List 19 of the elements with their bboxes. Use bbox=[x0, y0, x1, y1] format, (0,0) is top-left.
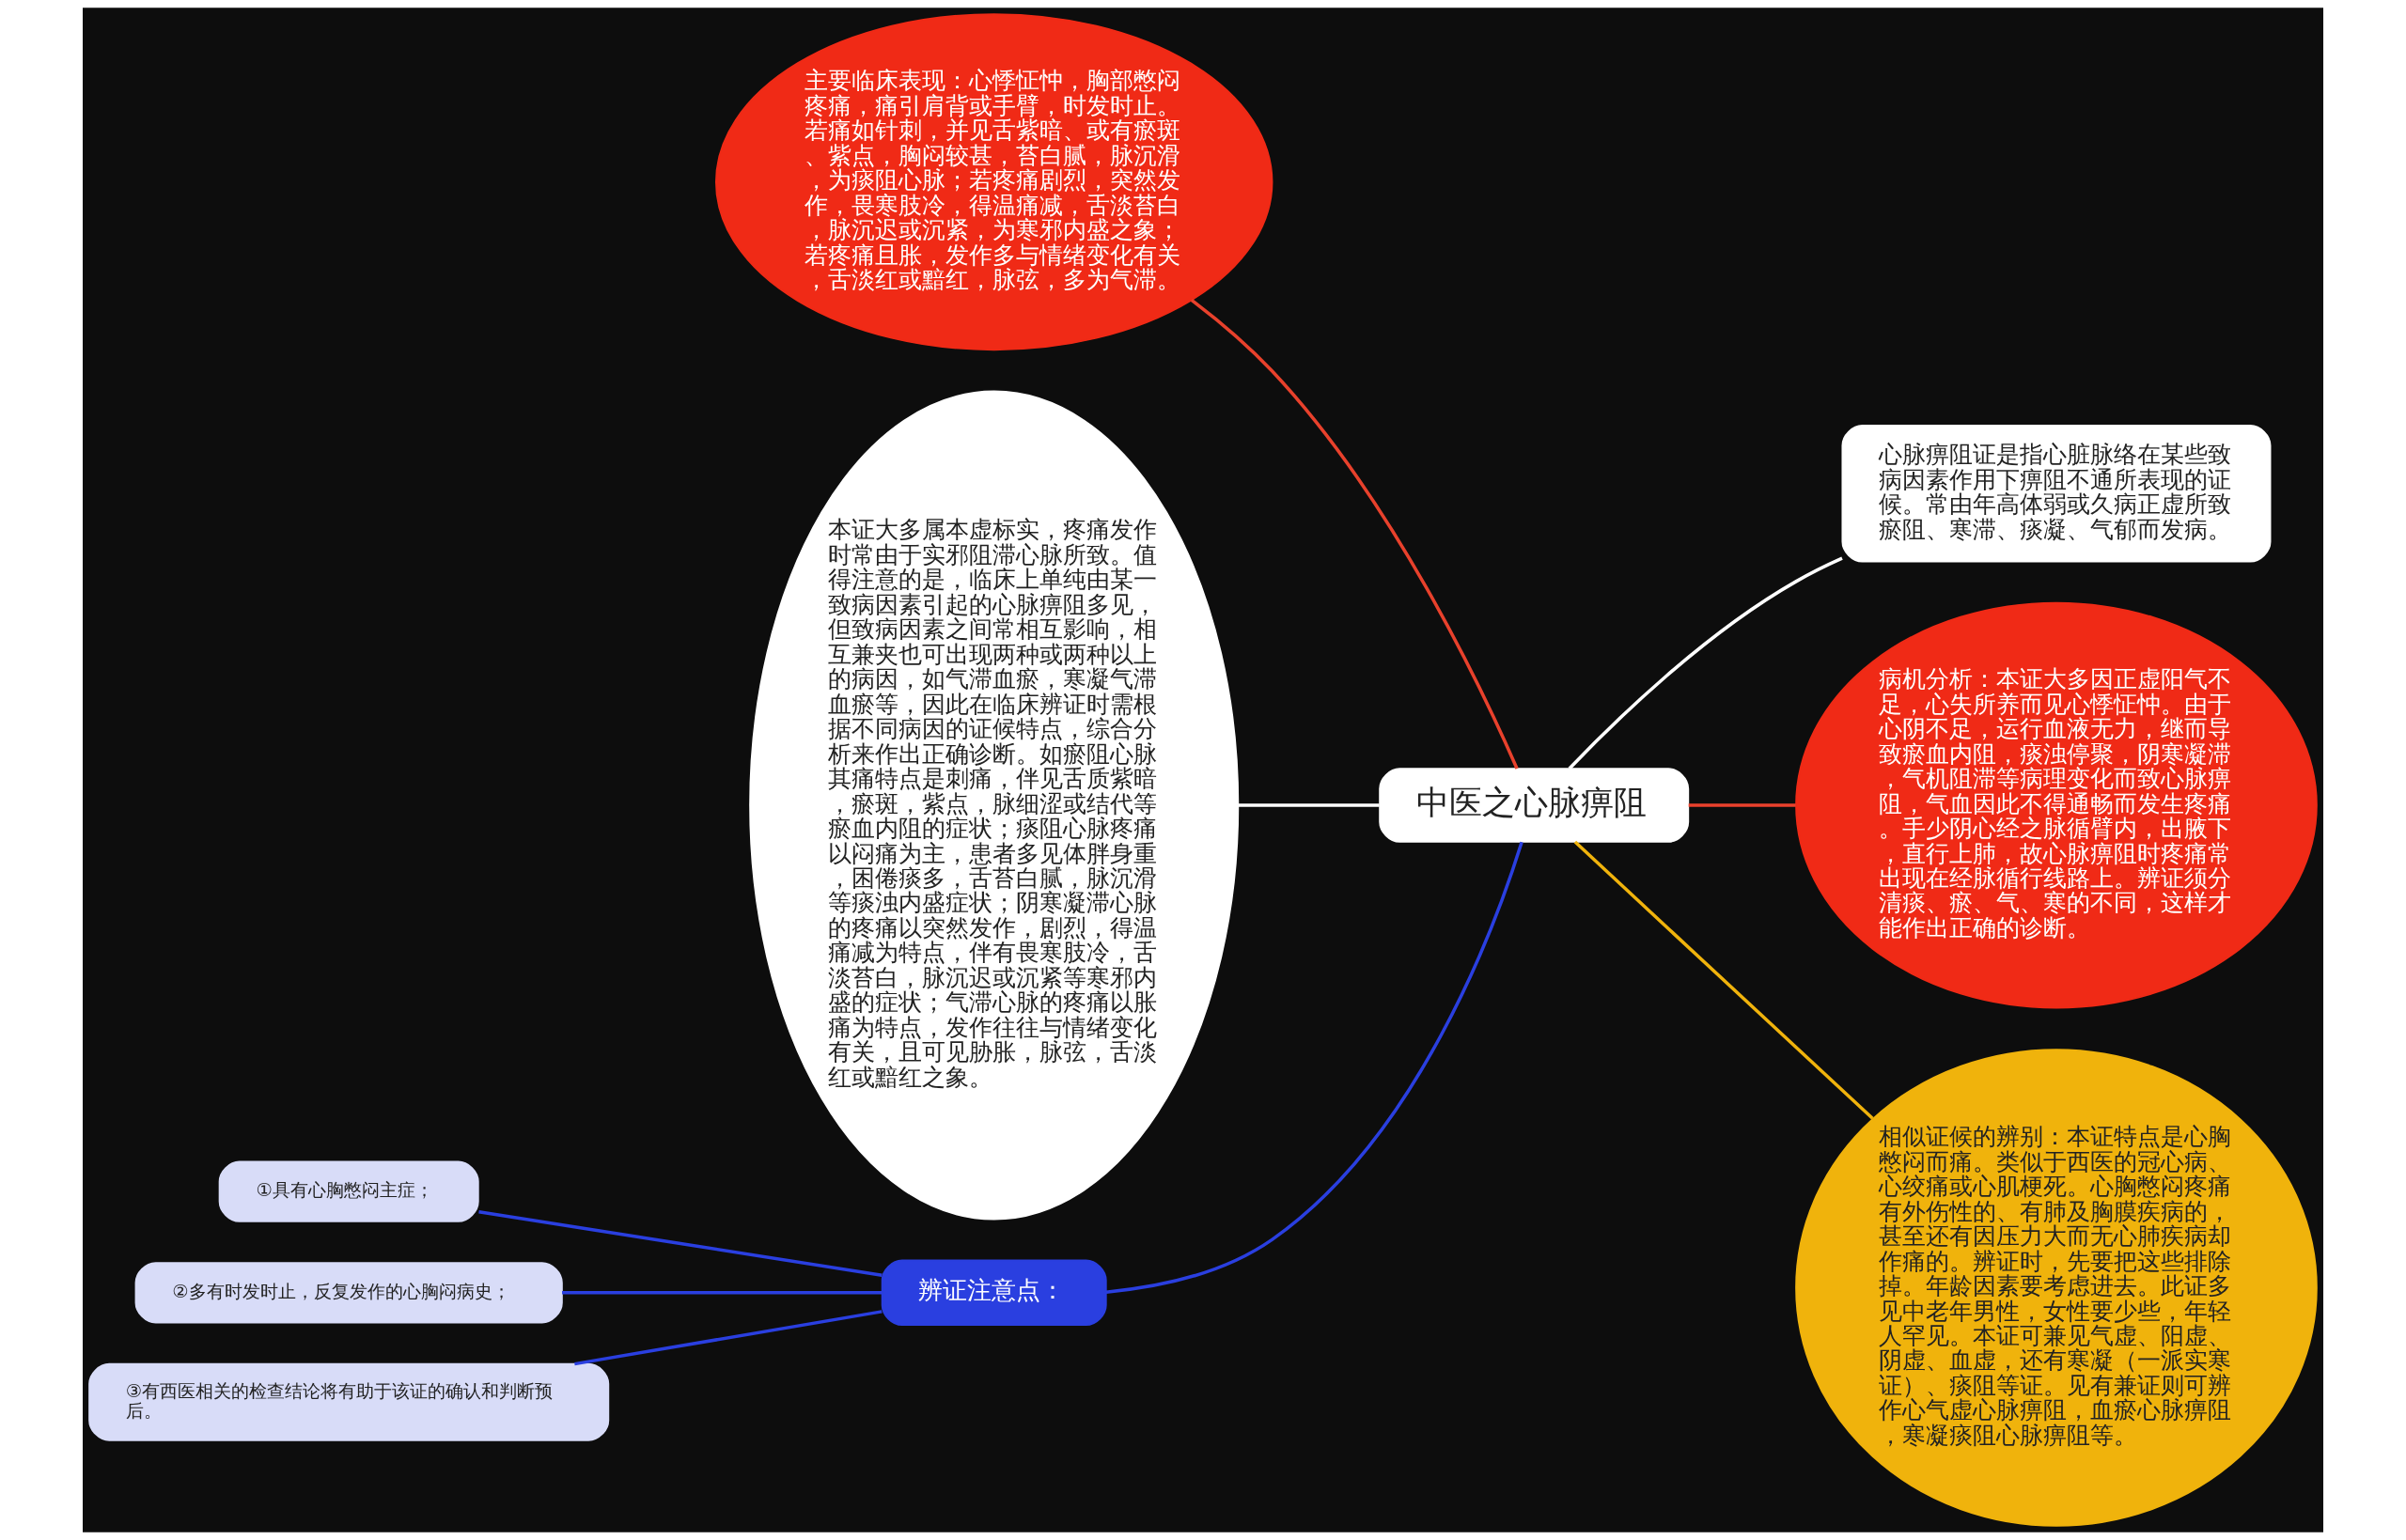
connector bbox=[478, 1209, 883, 1278]
node-circle: 相似证候的辨别：本证特点是心胸憋闷而痛。类似于西医的冠心病、心绞痛或心肌梗死。心胸憋闷疼痛有外伤性的、有肺及胸膜疾病的，甚至还有因压力大而无心肺疾病却作痛的。辨证时，先要把这些排除掉。年龄因素要考虑进去。此证多见中老年男性，女性要少些，年轻人罕见。本证可兼见气虚、阳虚、阴虚、血虚，还有寒凝（一派实寒证）、痰阻等证。见有兼证则可辨作心气虚心脉痹阻，血瘀心脉痹阻，寒凝痰阻心脉痹阻等。 bbox=[1795, 1049, 2318, 1527]
connector bbox=[574, 1310, 883, 1366]
connector bbox=[1688, 803, 1796, 807]
node-box: ②多有时发时止，反复发作的心胸闷病史； bbox=[134, 1262, 563, 1324]
connector bbox=[1190, 298, 1519, 770]
connector bbox=[1568, 556, 1843, 770]
node-ellipse: 本证大多属本虚标实，疼痛发作时常由于实邪阻滞心脉所致。值得注意的是，临床上单纯由某一致病因素引起的心脉痹阻多见，但致病因素之间常相互影响，相互兼夹也可出现两种或两种以上的病因，如气滞血瘀，寒凝气滞血瘀等，因此在临床辨证时需根据不同病因的证候特点，综合分析来作出正确诊断。如瘀阻心脉其痛特点是刺痛，伴见舌质紫暗，瘀斑，紫点，脉细涩或结代等瘀血内阻的症状；痰阻心脉疼痛以闷痛为主，患者多见体胖身重，困倦痰多，舌苔白腻，脉沉滑等痰浊内盛症状；阴寒凝滞心脉的疼痛以突然发作，剧烈，得温痛减为特点，伴有畏寒肢冷，舌淡苔白，脉沉迟或沉紧等寒邪内盛的症状；气滞心脉的疼痛以胀痛为特点，发作往往与情绪变化有关，且可见胁胀，脉弦，舌淡红或黯红之象。 bbox=[749, 390, 1240, 1221]
node-box: ①具有心胸憋闷主症； bbox=[218, 1160, 479, 1222]
node-ellipse: 病机分析：本证大多因正虚阳气不足，心失所养而见心悸怔忡。由于心阴不足，运行血液无力，继而导致瘀血内阻，痰浊停聚，阴寒凝滞，气机阻滞等病理变化而致心脉痹阻，气血因此不得通畅而发生疼痛。手少阴心经之脉循臂内，出腋下，直行上肺，故心脉痹阻时疼痛常出现在经脉循行线路上。辨证须分清痰、瘀、气、寒的不同，这样才能作出正确的诊断。 bbox=[1795, 601, 2318, 1009]
node-box: 辨证注意点： bbox=[881, 1259, 1107, 1327]
connector bbox=[562, 1291, 883, 1295]
node-box: ③有西医相关的检查结论将有助于该证的确认和判断预后。 bbox=[88, 1362, 610, 1441]
node-box: 中医之心脉痹阻 bbox=[1379, 768, 1690, 843]
node-ellipse: 主要临床表现：心悸怔忡，胸部憋闷疼痛，痛引肩背或手臂，时发时止。若痛如针刺，并见舌紫暗、或有瘀斑、紫点，胸闷较甚，苔白腻，脉沉滑，为痰阻心脉；若疼痛剧烈，突然发作，畏寒肢冷，得温痛减，舌淡苔白，脉沉迟或沉紧，为寒邪内盛之象；若疼痛且胀，发作多与情绪变化有关，舌淡红或黯红，脉弦，多为气滞。 bbox=[715, 13, 1273, 351]
connector bbox=[1573, 840, 1874, 1120]
node-box: 心脉痹阻证是指心脏脉络在某些致病因素作用下痹阻不通所表现的证候。常由年高体弱或久病正虚所致瘀阻、寒滞、痰凝、气郁而发病。 bbox=[1841, 425, 2272, 563]
connector bbox=[1105, 841, 1523, 1294]
connector bbox=[1238, 803, 1380, 807]
